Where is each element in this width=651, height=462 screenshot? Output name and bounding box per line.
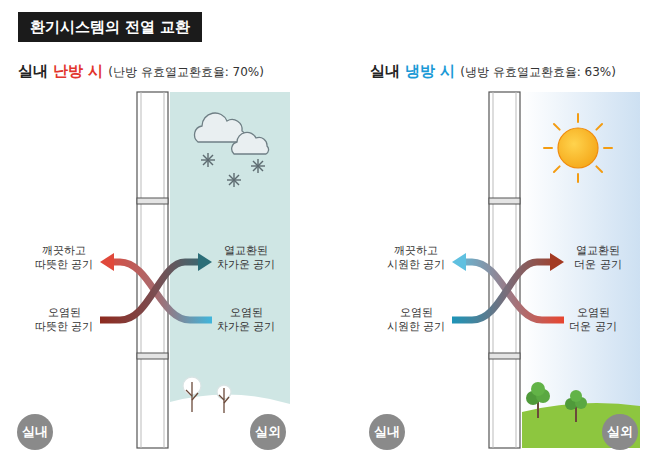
- sun-ray: [544, 147, 552, 149]
- air-flow-arrows: [452, 253, 466, 271]
- sun-ray: [577, 114, 579, 122]
- air-label: 깨끗하고 시원한 공기: [386, 244, 446, 273]
- bare-tree: [183, 377, 231, 413]
- air-flow-arrows: [100, 253, 212, 320]
- air-label: 깨끗하고 따뜻한 공기: [34, 244, 94, 273]
- badge-text: 실내: [22, 423, 48, 441]
- badge-text: 실내: [374, 423, 400, 441]
- wall: [489, 353, 520, 359]
- snowflakes: [201, 153, 215, 167]
- bare-tree: [191, 382, 192, 412]
- bare-tree: [186, 390, 192, 396]
- sun-ray: [604, 147, 612, 149]
- air-flow-arrows: [100, 253, 114, 271]
- efficiency-note: (냉방 유효열교환효율: 63%): [460, 65, 616, 81]
- air-flow-arrows: [452, 253, 564, 320]
- cloud: [232, 132, 269, 154]
- sun-ray: [554, 124, 560, 130]
- air-flow-arrows: [452, 262, 550, 320]
- air-flow-arrows: [114, 262, 212, 320]
- cloud: [194, 113, 268, 154]
- green-tree: [531, 382, 545, 396]
- air-flow-arrows: [100, 262, 198, 320]
- place-badge: 실내: [17, 414, 53, 450]
- heading: 실내: [18, 62, 48, 82]
- wall: [137, 198, 168, 204]
- place-badge: 실외: [250, 414, 286, 450]
- heading-mode: 냉방 시: [405, 62, 455, 82]
- sun-rays: [544, 114, 612, 182]
- efficiency-note: (난방 유효열교환효율: 70%): [108, 65, 264, 81]
- air-flow-arrows: [198, 253, 212, 271]
- bare-tree: [192, 393, 198, 400]
- air-label: 오염된 따뜻한 공기: [34, 306, 94, 335]
- place-badge: 실외: [602, 414, 638, 450]
- sun-ray: [554, 166, 560, 172]
- green-tree: [526, 382, 587, 422]
- sun: [558, 128, 598, 168]
- heading: 실내: [370, 62, 400, 82]
- badge-text: 실외: [255, 423, 281, 441]
- snowflakes: [227, 173, 241, 187]
- snowflakes: [201, 153, 265, 187]
- air-label: 열교환된 더운 공기: [568, 244, 628, 273]
- air-label: 오염된 시원한 공기: [386, 306, 446, 335]
- air-label: 오염된 차가운 공기: [216, 306, 276, 335]
- snowflakes: [251, 159, 265, 173]
- sun-ray: [596, 166, 602, 172]
- bare-tree: [219, 395, 224, 400]
- badge-text: 실외: [607, 423, 633, 441]
- place-badge: 실내: [369, 414, 405, 450]
- outdoor-summer-sky: [522, 92, 640, 448]
- air-flow-arrows: [550, 253, 564, 271]
- bare-tree: [224, 397, 229, 403]
- sun-ray: [596, 124, 602, 130]
- title-bar: 환기시스템의 전열 교환: [18, 12, 202, 42]
- heading-mode: 난방 시: [53, 62, 103, 82]
- outdoor-winter-ground: [170, 92, 290, 448]
- wall: [489, 198, 520, 204]
- sun-ray: [577, 174, 579, 182]
- bare-tree: [223, 388, 224, 413]
- air-flow-arrows: [466, 262, 564, 320]
- wall: [516, 92, 517, 448]
- wall: [164, 92, 165, 448]
- air-label: 열교환된 차가운 공기: [216, 244, 276, 273]
- green-tree: [570, 390, 582, 402]
- wall: [137, 353, 168, 359]
- air-label: 오염된 더운 공기: [568, 306, 618, 335]
